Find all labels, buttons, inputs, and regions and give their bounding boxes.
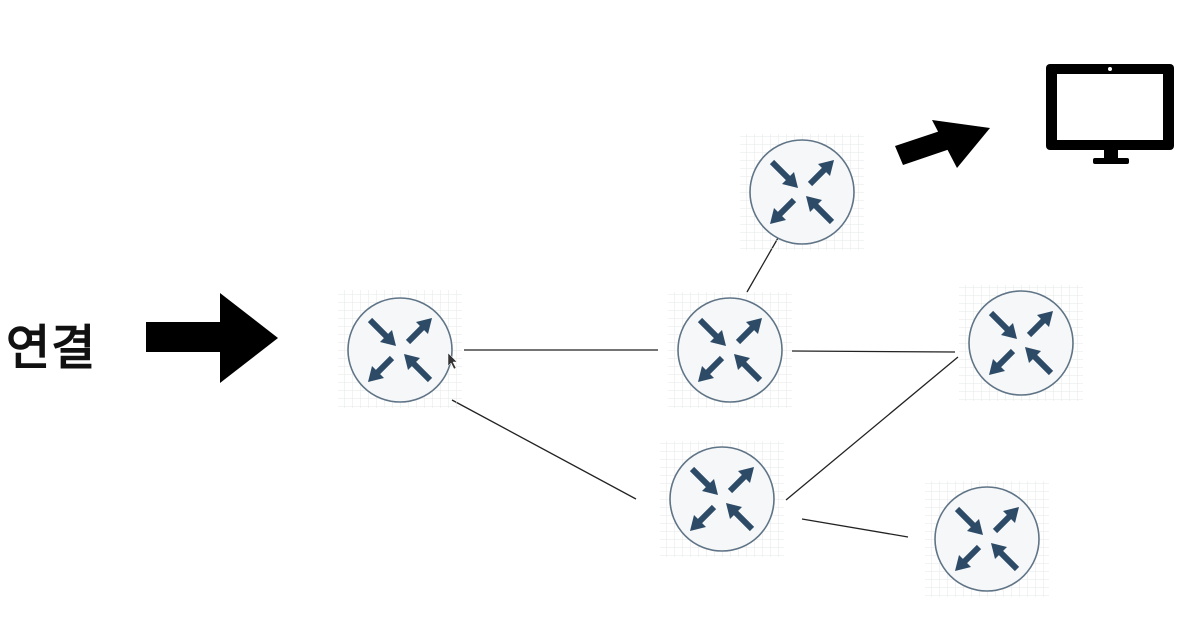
router-b <box>668 292 792 408</box>
link-a-e <box>451 399 637 500</box>
links-group <box>451 237 959 538</box>
router-a <box>338 290 462 408</box>
router-c <box>740 134 864 250</box>
link-e-f <box>801 518 909 538</box>
router-d <box>959 285 1083 401</box>
mouse-cursor-icon <box>447 352 458 370</box>
right-arrow-icon <box>146 293 278 383</box>
router-f <box>925 481 1049 597</box>
diagonal-arrow-icon <box>895 120 990 168</box>
monitor-icon <box>1046 64 1174 164</box>
connection-label: 연결 <box>6 320 97 376</box>
link-b-d <box>791 350 956 353</box>
link-e-d <box>785 356 959 501</box>
router-e <box>660 441 784 557</box>
